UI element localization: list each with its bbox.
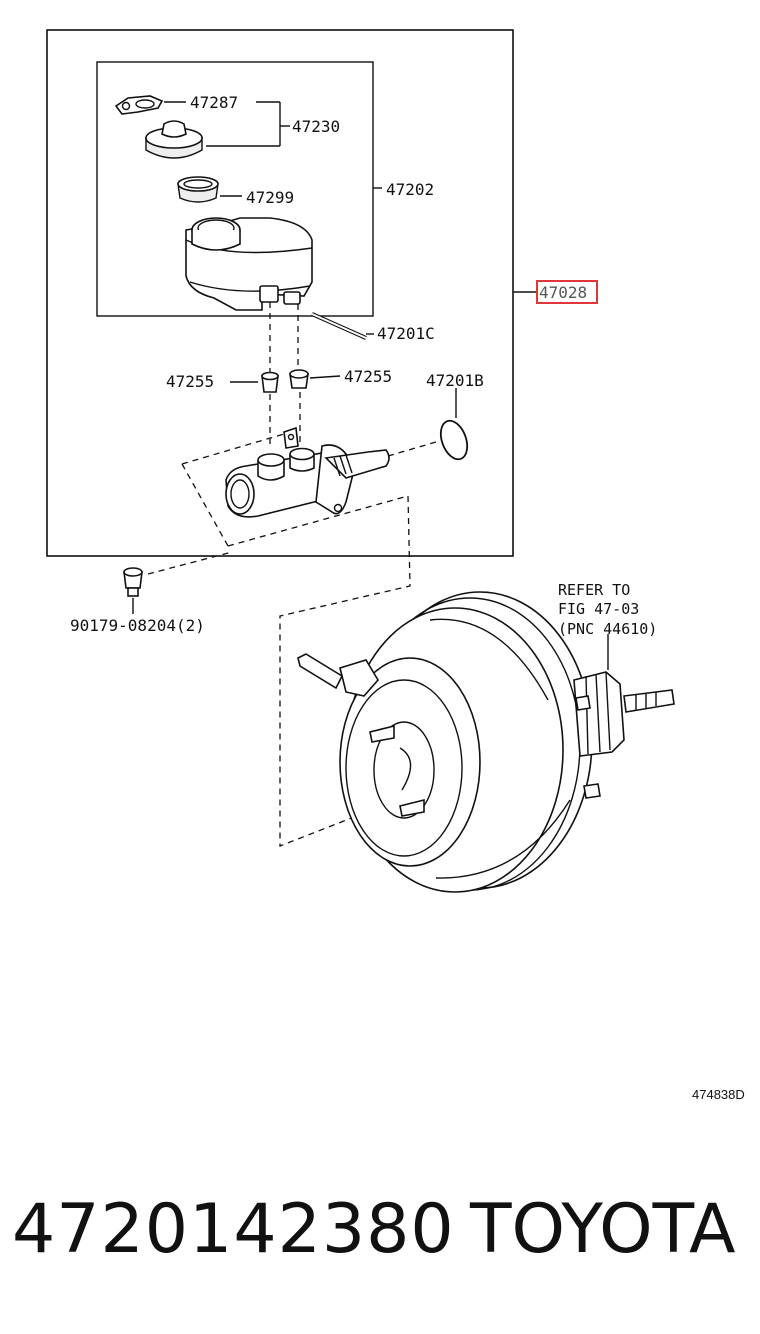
figure-code: 474838D — [692, 1087, 745, 1102]
highlight-box-47028 — [536, 280, 598, 304]
label-47287: 47287 — [190, 93, 238, 112]
reservoir-tank — [185, 217, 313, 311]
label-90179: 90179-08204(2) — [70, 616, 205, 635]
brake-booster — [297, 591, 675, 893]
footer-brand: TOYOTA — [470, 1190, 736, 1269]
label-47202: 47202 — [386, 180, 434, 199]
label-47230: 47230 — [292, 117, 340, 136]
master-cylinder — [225, 426, 390, 518]
reservoir-cap-47230 — [145, 120, 203, 159]
o-ring-47201b — [439, 419, 469, 461]
label-47299: 47299 — [246, 188, 294, 207]
label-47201c: 47201C — [377, 324, 435, 343]
label-47255-right: 47255 — [344, 367, 392, 386]
parts-diagram — [46, 29, 675, 893]
bolt-90179 — [123, 567, 143, 597]
refer-note-line1: REFER TO — [558, 581, 630, 599]
labels-layer: 47287 47230 47299 47202 47028 47201C 472… — [70, 93, 657, 638]
label-47201b: 47201B — [426, 371, 484, 390]
assembly-frame-47028 — [46, 29, 514, 557]
footer-part-number: 4720142380 — [12, 1190, 455, 1269]
label-47028[interactable]: 47028 — [539, 283, 587, 302]
grommet-47255-right — [289, 369, 309, 389]
label-47255-left: 47255 — [166, 372, 214, 391]
grommet-47255-left — [261, 371, 279, 393]
strainer-47299 — [177, 176, 219, 203]
refer-note-line3: (PNC 44610) — [558, 620, 657, 638]
refer-note-line2: FIG 47-03 — [558, 600, 639, 618]
reservoir-frame-47202 — [96, 61, 374, 317]
gasket-47287 — [114, 95, 164, 115]
